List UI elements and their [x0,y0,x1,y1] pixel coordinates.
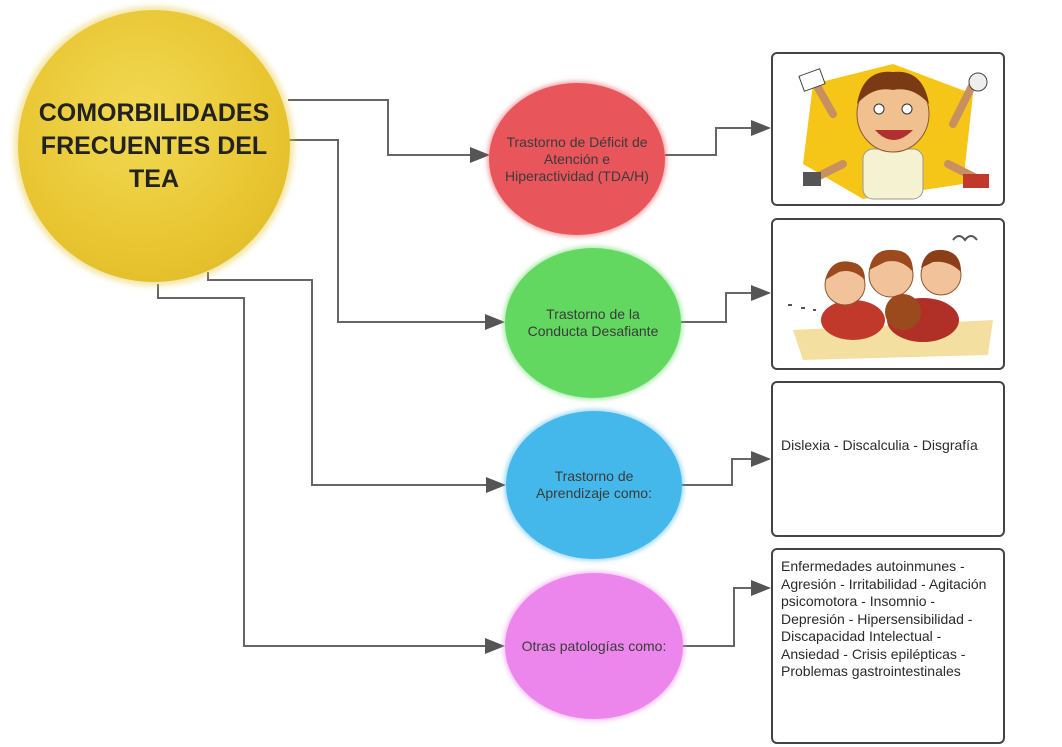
node-learning-label: Trastorno de Aprendizaje como: [536,468,652,501]
connector-other-to-box [683,580,771,647]
main-node-label: COMORBILIDADES FRECUENTES DEL TEA [38,98,270,193]
tdah-image-box [771,52,1005,206]
node-learning: Trastorno de Aprendizaje como: [506,411,682,559]
connector-to-conduct [288,139,505,330]
connector-to-other [157,284,505,654]
connector-conduct-to-image [681,285,771,323]
hyperactive-child-illustration-icon [798,64,989,200]
learning-disorders-text: Dislexia - Discalculia - Disgrafía [781,437,978,453]
node-conduct-label: Trastorno de la Conducta Desafiante [527,306,659,339]
connector-to-tdah [288,99,490,163]
defiant-children-illustration-icon [788,235,993,360]
node-tdah: Trastorno de Déficit de Atención e Hiper… [489,83,665,235]
connector-learning-to-box [682,451,771,486]
connector-tdah-to-image [665,120,771,156]
node-other-label: Otras patologías como: [521,637,667,654]
other-pathologies-text: Enfermedades autoinmunes - Agresión - Ir… [781,558,987,679]
node-conduct: Trastorno de la Conducta Desafiante [505,248,681,398]
other-pathologies-box: Enfermedades autoinmunes - Agresión - Ir… [771,548,1005,744]
connector-to-learning [207,272,506,493]
main-node: COMORBILIDADES FRECUENTES DEL TEA [18,10,290,282]
conduct-image-box [771,218,1005,370]
learning-disorders-box: Dislexia - Discalculia - Disgrafía [771,381,1005,537]
node-other: Otras patologías como: [505,573,683,719]
node-tdah-label: Trastorno de Déficit de Atención e Hiper… [505,133,649,184]
